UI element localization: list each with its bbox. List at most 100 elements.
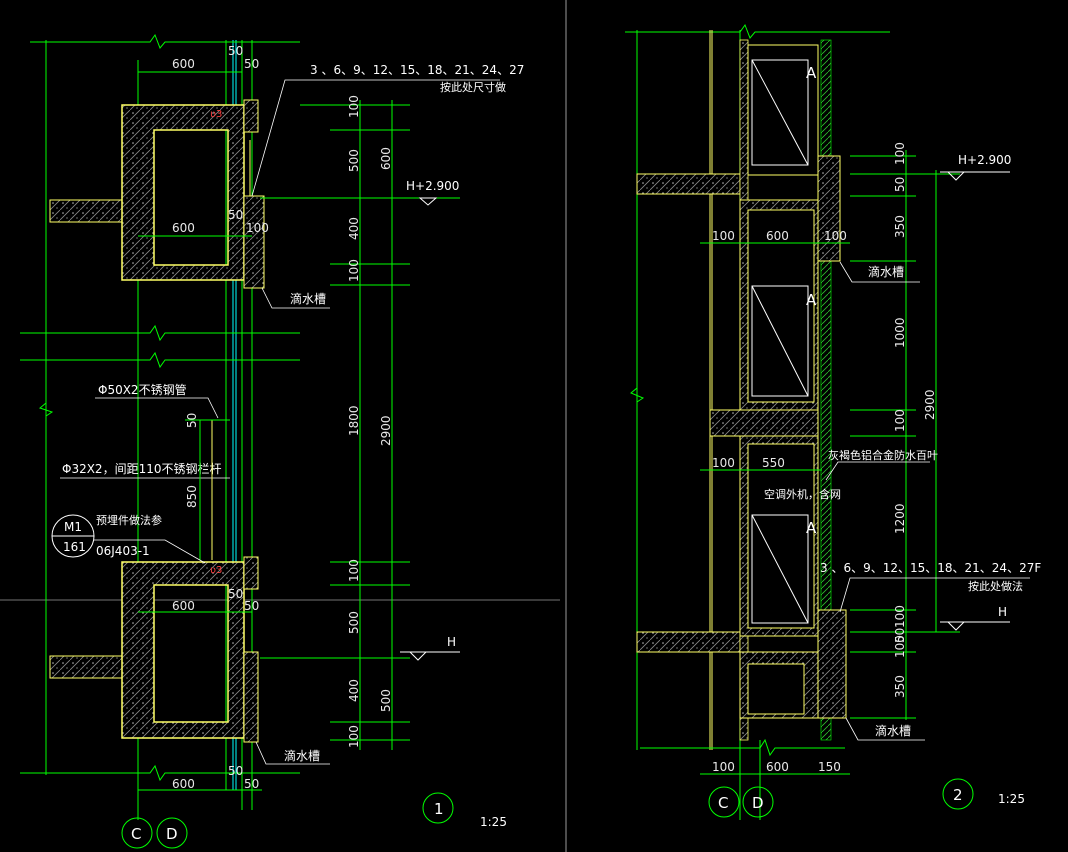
dim-top-50b: 50 xyxy=(244,57,259,71)
rdim-bottom-150: 150 xyxy=(818,760,841,774)
r-elev-symbol-lower xyxy=(946,621,966,631)
rvdim-350b: 350 xyxy=(893,675,907,698)
vdim-100b: 100 xyxy=(347,259,361,282)
ref-note: 预埋件做法参 xyxy=(96,513,162,527)
dim-mid-600: 600 xyxy=(172,221,195,235)
upper-drip-edge-mid xyxy=(243,195,265,289)
dim-bottom-600: 600 xyxy=(172,777,195,791)
floors-note-sub: 按此处尺寸做 xyxy=(440,80,506,94)
dim-lower-600: 600 xyxy=(172,599,195,613)
break-line-top xyxy=(30,33,300,49)
right-drip-upper xyxy=(817,155,841,262)
dim-mid-50: 50 xyxy=(228,208,243,222)
vdim-500b: 500 xyxy=(347,611,361,634)
dim-lower-50b: 50 xyxy=(244,599,259,613)
dim-bottom-50a: 50 xyxy=(228,764,243,778)
vdim-100d: 100 xyxy=(347,725,361,748)
louver-note: 灰褐色铝合金防水百叶 xyxy=(828,448,938,462)
rdim-upper-600: 600 xyxy=(766,229,789,243)
r-elev-label-upper: H+2.900 xyxy=(958,153,1011,167)
vdim-rail-50: 50 xyxy=(185,413,199,428)
rdim-upper-100b: 100 xyxy=(824,229,847,243)
louver-strip xyxy=(820,39,832,741)
ac-enclosure-bottom xyxy=(747,443,815,629)
r-drip-leader-lower xyxy=(845,717,925,741)
right-slab-upper xyxy=(636,173,741,195)
right-slab-mid xyxy=(709,409,819,437)
drip-label-upper: 滴水槽 xyxy=(290,291,326,306)
dim-top-50a: 50 xyxy=(228,44,243,58)
embed-mark-bottom: ʋ3 xyxy=(210,565,222,576)
rdim-mid-550: 550 xyxy=(762,456,785,470)
rvdim-50a: 50 xyxy=(893,177,907,192)
elev-symbol-upper xyxy=(418,197,438,206)
dim-mid-100: 100 xyxy=(246,221,269,235)
elev-label-lower: H xyxy=(447,635,456,649)
elev-label-upper: H+2.900 xyxy=(406,179,459,193)
vdim-inner-600: 600 xyxy=(379,147,393,170)
vdim-100a: 100 xyxy=(347,95,361,118)
r-drip-label-lower: 滴水槽 xyxy=(875,723,911,738)
vdim-inner-500: 500 xyxy=(379,689,393,712)
r-elev-symbol-upper xyxy=(946,171,966,181)
axis-bubble-d xyxy=(156,817,188,849)
ac-enclosure-middle xyxy=(747,209,815,403)
break-line-bottom xyxy=(20,764,300,782)
louver-leader xyxy=(825,461,930,481)
vdim-100c: 100 xyxy=(347,559,361,582)
r-drip-leader-upper xyxy=(839,261,920,283)
right-break-line-bottom xyxy=(640,738,845,757)
ac-note: 空调外机，含网 xyxy=(764,487,841,501)
detail-ref-bottom: 161 xyxy=(63,540,86,554)
r-drip-label-upper: 滴水槽 xyxy=(868,264,904,279)
r-axis-bubble-c xyxy=(708,786,740,818)
ac-box-bottom xyxy=(751,514,809,624)
floor-slab-upper xyxy=(49,199,126,223)
view-number-bubble xyxy=(422,792,454,824)
right-break-line-top xyxy=(625,23,890,39)
ac-letter-top: A xyxy=(806,64,817,82)
r-view-scale: 1:25 xyxy=(998,792,1025,806)
left-section-view: ʋ3 ʋ3 600 50 50 600 50 100 600 50 50 600… xyxy=(20,33,524,849)
elev-symbol-lower xyxy=(408,651,428,661)
rvdim-1000: 1000 xyxy=(893,317,907,348)
ref-leader xyxy=(94,539,206,564)
ac-diagonal-top xyxy=(751,59,809,166)
rdim-upper-100a: 100 xyxy=(712,229,735,243)
view-scale: 1:25 xyxy=(480,815,507,829)
axis-label-d: D xyxy=(166,825,178,843)
right-lower-beam-void xyxy=(747,663,805,715)
rail-note: Φ32X2，间距110不锈钢栏杆 xyxy=(62,461,221,476)
vdim-400b: 400 xyxy=(347,679,361,702)
ac-unit-middle: A xyxy=(739,199,819,411)
pipe-note-leader xyxy=(95,397,219,419)
ac-unit-bottom: A xyxy=(739,435,819,637)
pipe-note: Φ50X2不锈钢管 xyxy=(98,382,187,397)
dim-bottom-50b: 50 xyxy=(244,777,259,791)
drip-leader-upper xyxy=(261,287,330,309)
floors-note: 3 、6、9、12、15、18、21、24、27 xyxy=(310,63,524,77)
ac-diagonal-bottom xyxy=(751,514,809,624)
rdim-bottom-100: 100 xyxy=(712,760,735,774)
lower-drip-edge-top xyxy=(243,556,259,590)
ref-code: 06J403-1 xyxy=(96,544,150,558)
axis-bubble-c xyxy=(121,817,153,849)
detail-ref-top: M1 xyxy=(64,520,82,534)
upper-drip-edge-top xyxy=(243,99,259,133)
vdim-inner-2900: 2900 xyxy=(379,415,393,446)
rdim-bottom-600: 600 xyxy=(766,760,789,774)
drip-label-lower: 滴水槽 xyxy=(284,748,320,763)
drip-leader-lower xyxy=(255,741,330,765)
right-slab-lower xyxy=(636,631,741,653)
break-mark-vertical xyxy=(38,400,54,417)
ac-box-top xyxy=(751,59,809,166)
right-drip-lower xyxy=(817,609,847,719)
ac-enclosure-top xyxy=(747,44,819,176)
right-break-mark xyxy=(630,385,645,403)
rvdim-100d: 100 xyxy=(893,635,907,658)
rvdim-350a: 350 xyxy=(893,215,907,238)
embed-mark-top: ʋ3 xyxy=(210,109,222,120)
ac-letter-bottom: A xyxy=(806,519,817,537)
vdim-400a: 400 xyxy=(347,217,361,240)
